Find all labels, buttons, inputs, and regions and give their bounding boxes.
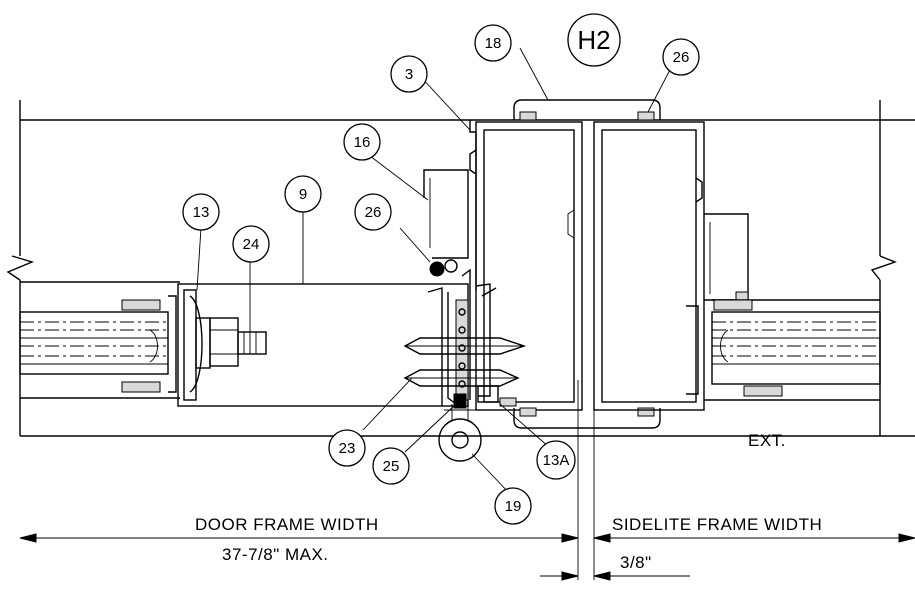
dimension-lines: [19, 380, 915, 581]
bolt: [209, 317, 267, 367]
meeting-stile-profiles: [427, 268, 497, 406]
callout-bubbles: 18 H2 26 3 16 13 9 24: [182, 13, 700, 525]
door-max-dimension: 37-7/8" MAX.: [222, 545, 329, 564]
callout-16: 16: [343, 123, 381, 161]
callout-3: 3: [390, 55, 428, 93]
callout-13: 13: [182, 193, 220, 231]
callout-13a: 13A: [536, 440, 576, 480]
svg-text:26: 26: [673, 49, 690, 66]
svg-text:26: 26: [365, 204, 382, 221]
exterior-label: EXT.: [748, 431, 786, 450]
door-frame-width-label: DOOR FRAME WIDTH: [195, 515, 379, 534]
callout-25: 25: [372, 447, 410, 485]
svg-text:9: 9: [299, 186, 307, 203]
svg-text:3: 3: [405, 66, 413, 83]
svg-text:25: 25: [383, 458, 400, 475]
gap-dimension: 3/8": [620, 553, 652, 572]
svg-text:18: 18: [485, 35, 502, 52]
spacer-wedges: [403, 337, 527, 387]
callout-18: 18: [474, 24, 512, 62]
leader-lines: [196, 47, 673, 497]
detail-id-bubble: H2: [567, 13, 621, 67]
sidelite-frame-width-label: SIDELITE FRAME WIDTH: [612, 515, 822, 534]
callout-9: 9: [284, 175, 322, 213]
snap-cover: [513, 99, 661, 429]
svg-text:23: 23: [339, 440, 356, 457]
pivot: [438, 393, 482, 462]
callout-26-top: 26: [662, 38, 700, 76]
svg-text:19: 19: [505, 498, 522, 515]
door-glass-panel: [19, 281, 180, 399]
svg-text:13: 13: [193, 204, 210, 221]
callout-24: 24: [232, 225, 270, 263]
sidelite-glass-panel: [686, 299, 881, 401]
wall-lines: [6, 100, 915, 437]
door-stile: [168, 283, 469, 407]
text-labels: EXT. DOOR FRAME WIDTH 37-7/8" MAX. SIDEL…: [195, 431, 822, 572]
svg-text:24: 24: [243, 236, 260, 253]
callout-23: 23: [328, 429, 366, 467]
callout-26: 26: [354, 193, 392, 231]
sidelite-jamb-frame: [593, 121, 749, 411]
svg-text:13A: 13A: [543, 452, 570, 469]
callout-19: 19: [494, 487, 532, 525]
svg-text:16: 16: [354, 134, 371, 151]
svg-text:H2: H2: [577, 25, 610, 55]
